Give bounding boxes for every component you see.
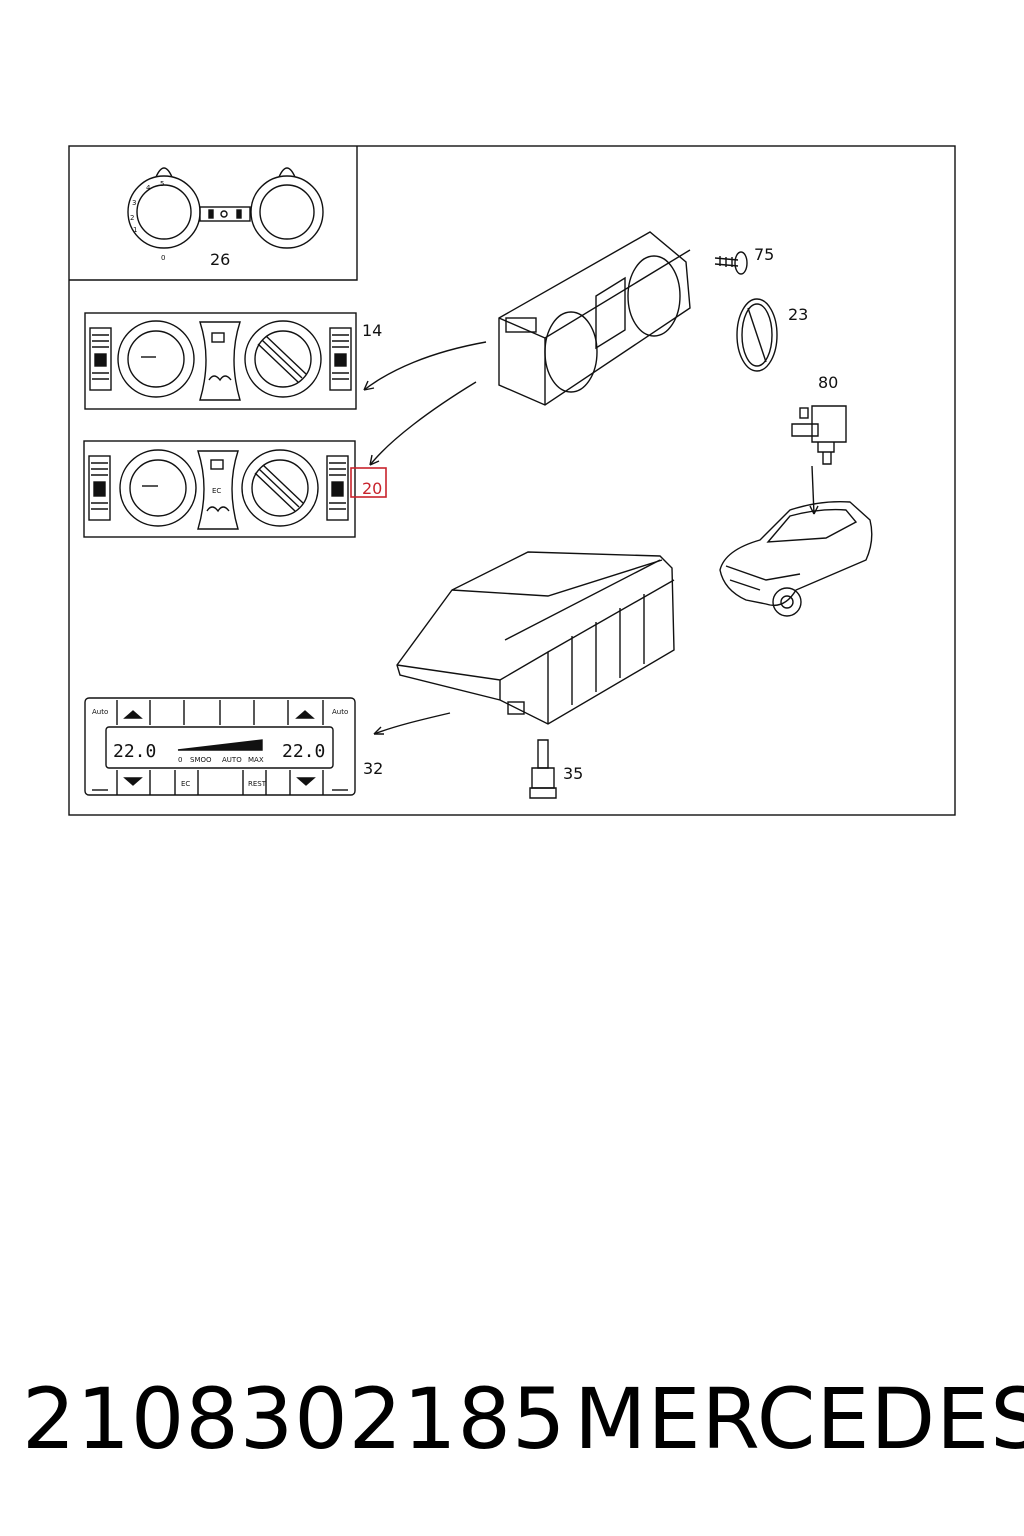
- panel-32-auto-left: Auto: [92, 708, 108, 716]
- display-scale-smoo: SMOO: [190, 756, 212, 764]
- panel-20-ec-label: EC: [212, 487, 221, 495]
- display-right-temp: 22.0: [282, 741, 325, 762]
- part-75-screw: [714, 251, 748, 275]
- display-scale-max: MAX: [248, 756, 264, 764]
- arrow-to-panel-14: [363, 341, 487, 391]
- panel-32-rest: REST: [248, 780, 267, 788]
- part-80-sensor: [791, 405, 847, 465]
- panel-14: [84, 312, 357, 410]
- part-23-knob: [736, 298, 778, 372]
- panel-32-ec: EC: [181, 780, 190, 788]
- part-26-dial-bezel: 1 2 3 4 5 0: [127, 167, 324, 262]
- display-scale-auto: AUTO: [222, 756, 242, 764]
- diagram-frame: [68, 145, 956, 816]
- arrow-to-panel-20: [369, 381, 477, 466]
- callout-35: 35: [563, 764, 583, 783]
- panel-32-auto-right: Auto: [332, 708, 348, 716]
- arrow-to-panel-32: [373, 712, 451, 735]
- callout-75: 75: [754, 245, 774, 264]
- callout-26: 26: [210, 250, 230, 269]
- dial-num-1: 1: [133, 226, 137, 234]
- dial-num-0: 0: [161, 254, 165, 262]
- parts-diagram: 1 2 3 4 5 0 26 14: [68, 145, 956, 816]
- part-35-bulb: [529, 739, 557, 799]
- callout-23: 23: [788, 305, 808, 324]
- dial-num-4: 4: [146, 184, 151, 192]
- display-left-temp: 22.0: [113, 741, 156, 762]
- control-head-unit: [498, 231, 691, 406]
- callout-14: 14: [362, 321, 382, 340]
- callout-80: 80: [818, 373, 838, 392]
- arrow-sensor-to-car: [811, 465, 815, 515]
- car-illustration: [719, 500, 873, 617]
- callout-20: 20: [362, 479, 382, 498]
- dial-num-2: 2: [130, 214, 134, 222]
- panel-32: Auto Auto 22.0 22.0 0 SMOO AUTO MAX EC R…: [84, 697, 356, 796]
- inset-box-26: [69, 146, 358, 281]
- panel-20: EC: [83, 440, 356, 538]
- callout-32: 32: [363, 759, 383, 778]
- brand-name: MERCEDES: [574, 1370, 1024, 1468]
- dial-num-5: 5: [160, 180, 164, 188]
- part-number: 2108302185: [22, 1370, 567, 1468]
- climate-control-module: [396, 551, 675, 725]
- dial-num-3: 3: [132, 199, 136, 207]
- display-scale-0: 0: [178, 756, 182, 764]
- callout-20-highlight: [350, 467, 387, 498]
